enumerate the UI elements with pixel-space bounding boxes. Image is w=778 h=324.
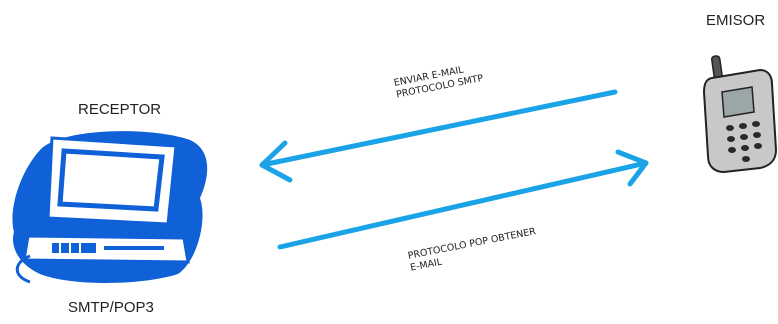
- arrow-smtp-send: [259, 89, 618, 183]
- mobile-phone-icon: [702, 55, 778, 174]
- desktop-computer-icon: [12, 131, 208, 284]
- arrow-pop-get: [277, 149, 649, 250]
- emisor-label: EMISOR: [706, 12, 766, 29]
- receptor-protocols-label: SMTP/POP3: [68, 299, 154, 316]
- receptor-label: RECEPTOR: [78, 101, 162, 118]
